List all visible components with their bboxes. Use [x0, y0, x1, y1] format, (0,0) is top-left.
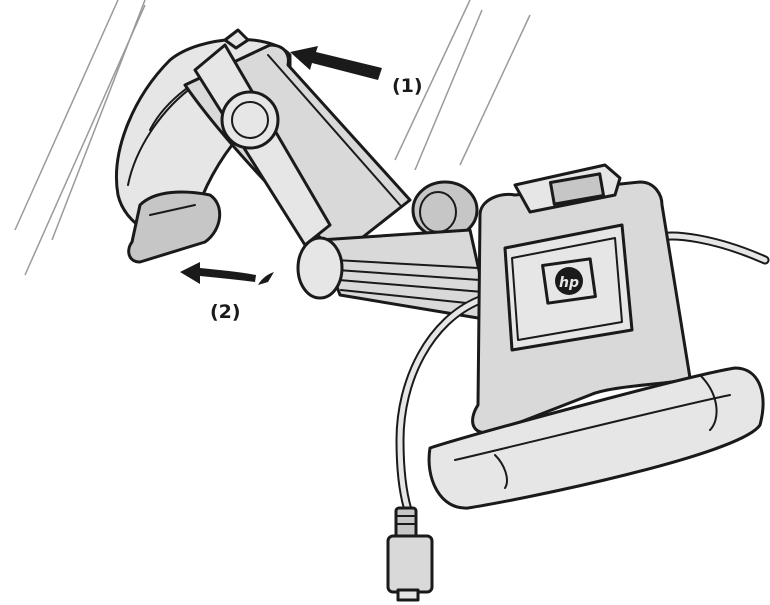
cradle-tray	[427, 366, 765, 510]
usb-connector	[386, 506, 434, 602]
hp-logo: hp	[541, 257, 597, 305]
hp-logo-text: hp	[559, 275, 579, 291]
windshield-lines	[14, 0, 531, 301]
cradle-back-plate	[471, 180, 692, 435]
arrow-1	[290, 46, 382, 80]
release-lever	[127, 190, 222, 264]
arm-bracket	[183, 43, 412, 257]
pivot-cylinder	[411, 180, 479, 240]
top-clip	[513, 163, 622, 214]
arrow-2	[180, 262, 274, 285]
callout-step-1: (1)	[392, 75, 423, 97]
callout-step-2: (2)	[210, 301, 241, 323]
